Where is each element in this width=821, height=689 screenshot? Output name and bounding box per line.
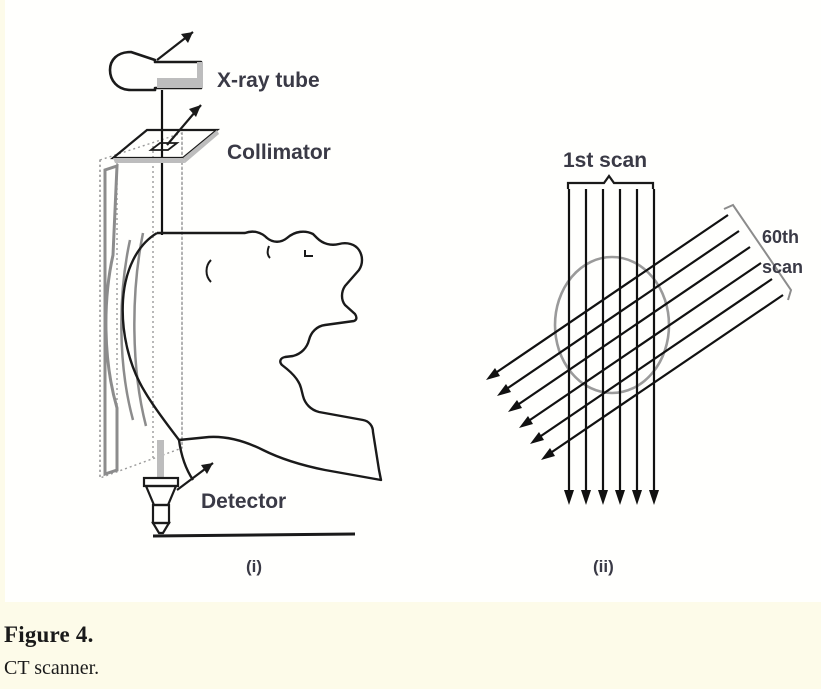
label-sixtieth-scan-line2: scan [762,257,803,277]
panel-ii-group: 1st scan 60th scan (ii) [486,149,803,576]
figure-image-panel: X-ray tube Collimator Detector (i) [5,0,821,602]
panel-caption-i: (i) [246,557,262,576]
label-first-scan: 1st scan [563,149,647,172]
scan-bracket [566,174,655,189]
detector-assembly [142,440,214,535]
x-ray-tube [108,31,203,92]
head-cross-section-oval [553,255,671,395]
panel-i-group: X-ray tube Collimator Detector (i) [99,31,383,576]
label-collimator: Collimator [227,141,331,164]
label-detector: Detector [201,490,286,513]
ct-scanner-diagram: X-ray tube Collimator Detector (i) [99,31,803,576]
collimator-plate [109,104,221,163]
patient-head-profile [121,230,383,482]
base-line [152,532,356,538]
figure-caption-title: Figure 4. [4,622,94,647]
panel-caption-ii: (ii) [593,557,614,576]
gantry-shadow-plates [103,163,148,477]
vertical-beam-array [564,189,659,505]
label-xray-tube: X-ray tube [217,69,320,92]
diagonal-beam-array [486,203,793,460]
figure-caption-block: Figure 4. CT scanner. [0,602,821,689]
figure-caption-text: CT scanner. [4,657,100,679]
label-sixtieth-scan-line1: 60th [762,227,799,247]
